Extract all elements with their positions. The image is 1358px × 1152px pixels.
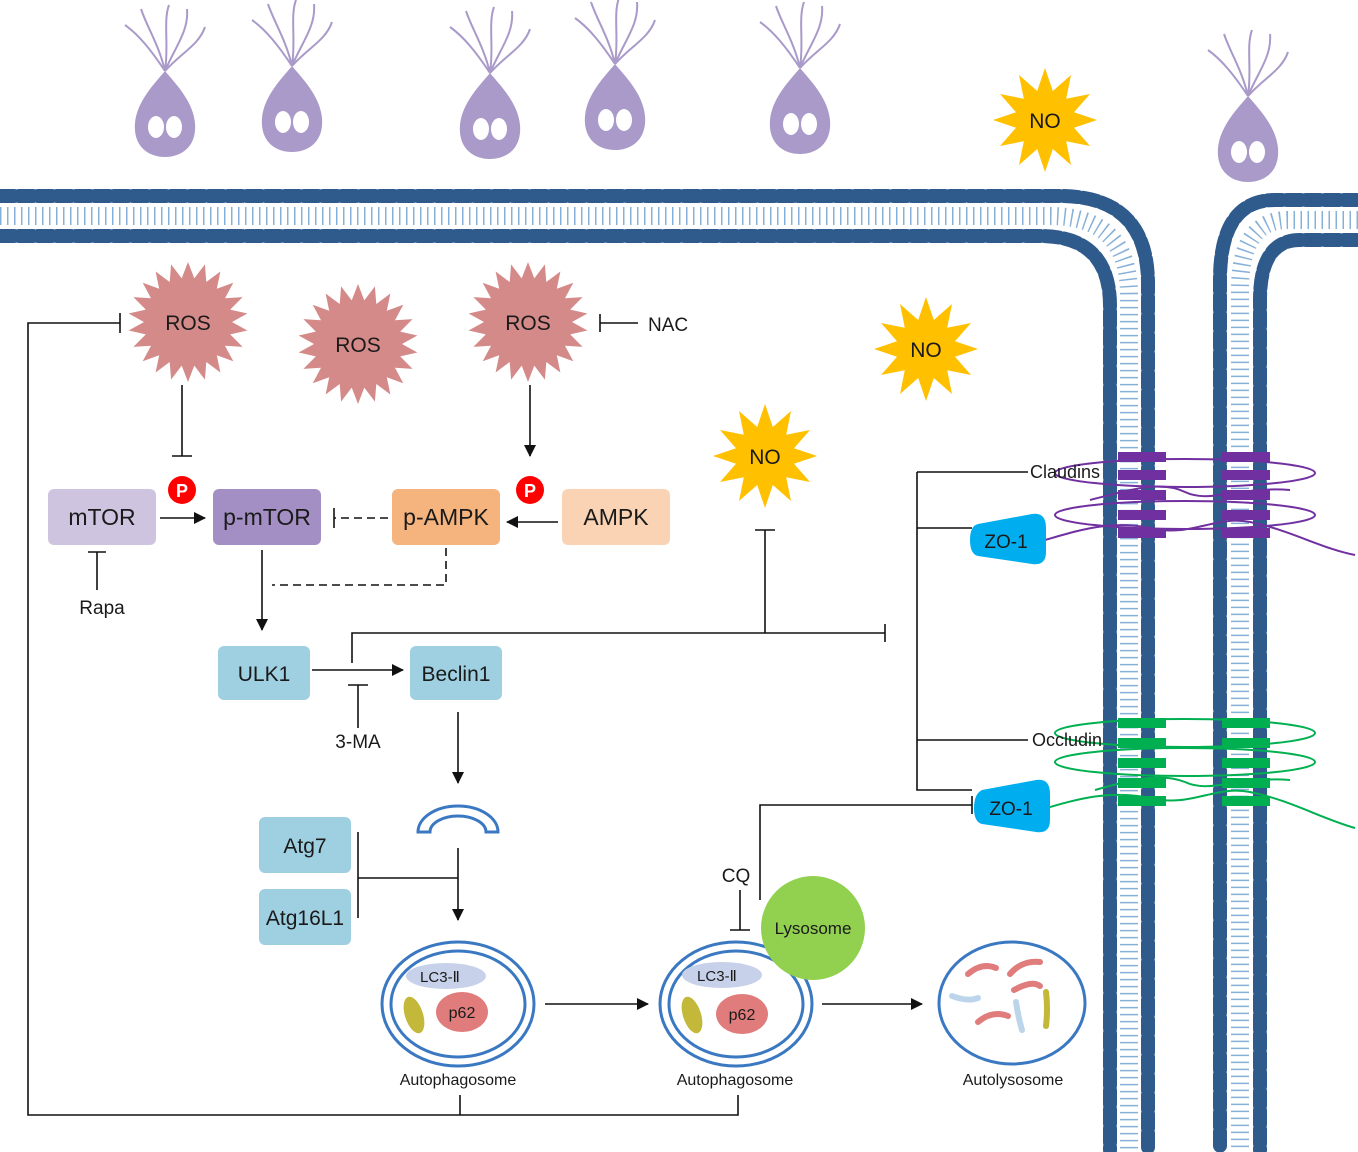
parasite-icon [449,6,531,160]
ros-burst-icon: ROS [128,262,248,382]
lc3-label: LC3-Ⅱ [697,968,737,985]
occludin-strands [1039,718,1356,829]
mtor-label: mTOR [68,504,135,530]
ampk-label: AMPK [583,504,649,530]
lc3-label: LC3-Ⅱ [420,969,460,986]
autophagosome-icon: LC3-Ⅱ p62 [380,940,536,1068]
rapa-label: Rapa [79,598,125,619]
pathway-connectors [27,313,1028,1116]
three-ma-label: 3-MA [335,732,381,753]
atg7-label: Atg7 [283,835,326,858]
parasite-icon [1207,29,1289,183]
p-ampk-node: p-AMPK [392,489,500,545]
ros-label: ROS [335,334,381,357]
atg16l1-node: Atg16L1 [259,889,351,945]
no-label: NO [749,446,781,469]
parasite-icon [574,0,656,151]
ros-label: ROS [165,312,211,335]
beclin1-node: Beclin1 [410,646,502,700]
no-burst-icon: NO [713,404,817,508]
ulk1-label: ULK1 [238,663,291,686]
ros-label: ROS [505,312,551,335]
membrane-bilayer [0,189,1358,1152]
no-label: NO [910,339,942,362]
p-mtor-node: p-mTOR [213,489,321,545]
ampk-node: AMPK [562,489,670,545]
atg16l1-label: Atg16L1 [266,907,344,930]
nac-label: NAC [648,315,688,336]
lysosome-icon: Lysosome [761,876,865,980]
p-ampk-label: p-AMPK [403,504,489,530]
phosphate-label: P [176,481,188,501]
ulk1-node: ULK1 [218,646,310,700]
p62-label: p62 [729,1007,756,1024]
cq-label: CQ [722,866,751,887]
occludin-label: Occludin [1032,730,1102,750]
mtor-node: mTOR [48,489,156,545]
phosphate-marker: P [516,476,544,504]
beclin1-label: Beclin1 [422,663,491,686]
autophagosome-label: Autophagosome [400,1072,517,1089]
zo1-protein: ZO-1 [970,513,1046,565]
autophagosome-icon: LC3-Ⅱ p62 [658,940,814,1068]
ros-burst-icon: ROS [298,284,418,404]
lysosome-label: Lysosome [775,919,852,938]
phagophore-icon [416,804,500,834]
parasite-icon [124,4,206,158]
p62-label: p62 [449,1005,476,1022]
claudins-label: Claudins [1030,462,1100,482]
parasite-icon [251,0,333,153]
ros-burst-icon: ROS [468,262,588,382]
no-burst-icon: NO [874,297,978,401]
no-burst-icon: NO [993,68,1097,172]
no-label: NO [1029,110,1061,133]
autolysosome-label: Autolysosome [963,1072,1064,1089]
phosphate-marker: P [168,476,196,504]
parasite-icon [759,1,841,155]
p-mtor-label: p-mTOR [223,504,311,530]
zo1-label: ZO-1 [984,532,1027,553]
phosphate-label: P [524,481,536,501]
claudin-strands [1044,452,1356,556]
autolysosome-icon [937,940,1087,1066]
atg7-node: Atg7 [259,817,351,873]
zo1-protein: ZO-1 [974,779,1050,833]
autophagosome-label: Autophagosome [677,1072,794,1089]
zo1-label: ZO-1 [989,799,1032,820]
